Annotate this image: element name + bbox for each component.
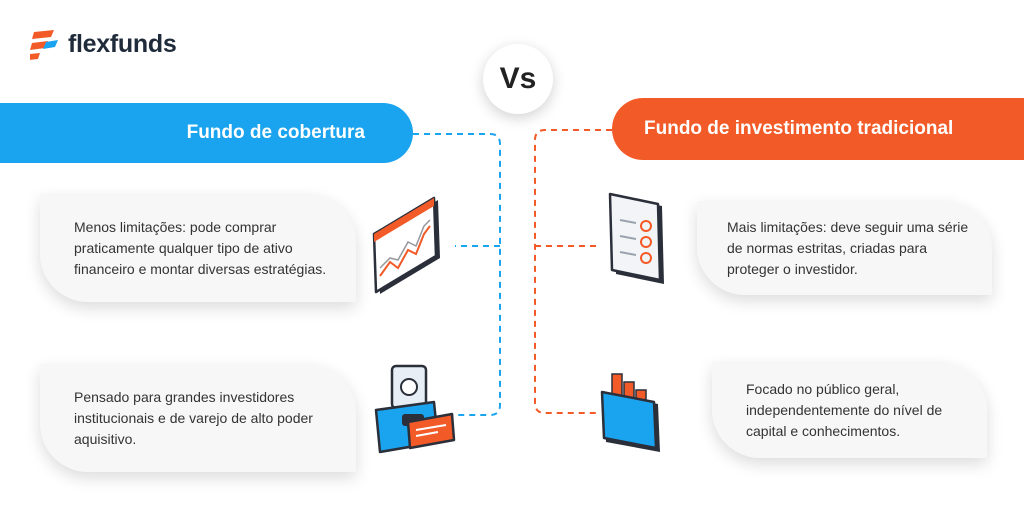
hedge-fund-header: Fundo de cobertura bbox=[0, 103, 413, 163]
traditional-fund-title: Fundo de investimento tradicional bbox=[644, 118, 954, 139]
checklist-clipboard-icon bbox=[608, 192, 664, 284]
traditional-fund-card-limitations: Mais limitações: deve seguir uma série d… bbox=[697, 201, 992, 295]
hedge-fund-card-investors: Pensado para grandes investidores instit… bbox=[40, 364, 356, 472]
hedge-fund-title: Fundo de cobertura bbox=[186, 122, 365, 143]
card-text: Pensado para grandes investidores instit… bbox=[74, 388, 313, 447]
traditional-fund-header: Fundo de investimento tradicional bbox=[612, 98, 1024, 160]
card-text: Focado no público geral, independentemen… bbox=[746, 380, 943, 439]
brand-name: flexfunds bbox=[68, 29, 177, 58]
money-safe-wallet-icon bbox=[374, 364, 456, 454]
right-connectors bbox=[534, 129, 612, 414]
left-connectors bbox=[413, 133, 501, 416]
hedge-fund-card-limitations: Menos limitações: pode comprar praticame… bbox=[40, 194, 356, 302]
chart-monitor-icon bbox=[372, 196, 440, 294]
vs-badge: Vs bbox=[483, 44, 553, 114]
folder-chart-icon bbox=[600, 373, 660, 452]
card-text: Mais limitações: deve seguir uma série d… bbox=[727, 218, 969, 277]
brand-logo: flexfunds bbox=[30, 28, 177, 60]
card-text: Menos limitações: pode comprar praticame… bbox=[74, 218, 327, 277]
flexfunds-logo-icon bbox=[30, 30, 58, 60]
traditional-fund-card-audience: Focado no público geral, independentemen… bbox=[712, 362, 987, 458]
